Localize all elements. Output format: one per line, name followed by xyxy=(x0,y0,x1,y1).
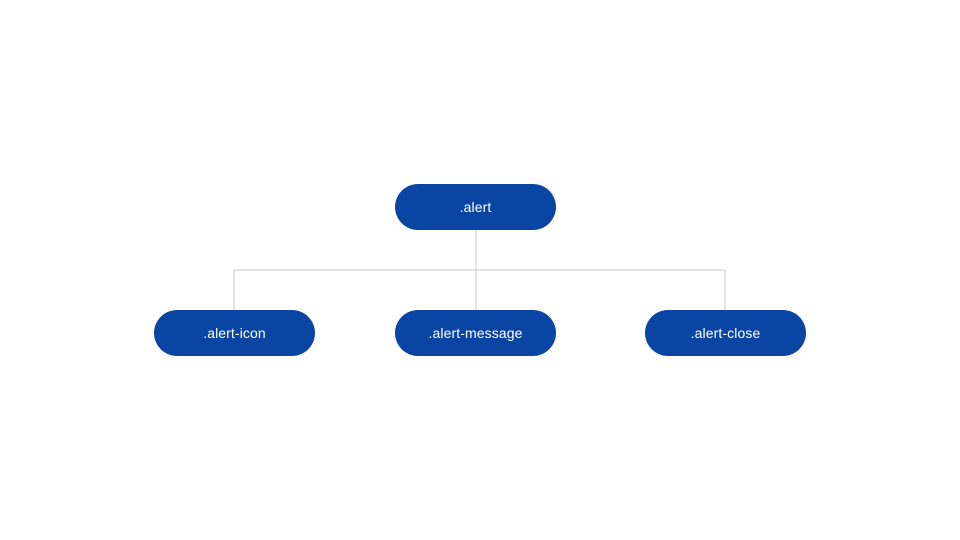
node-alert-message: .alert-message xyxy=(395,310,556,356)
node-alert-message-label: .alert-message xyxy=(428,325,523,341)
node-alert: .alert xyxy=(395,184,556,230)
node-alert-close-label: .alert-close xyxy=(690,325,761,341)
node-alert-close: .alert-close xyxy=(645,310,806,356)
node-alert-icon-label: .alert-icon xyxy=(203,325,266,341)
node-alert-label: .alert xyxy=(459,199,492,215)
node-alert-icon: .alert-icon xyxy=(154,310,315,356)
